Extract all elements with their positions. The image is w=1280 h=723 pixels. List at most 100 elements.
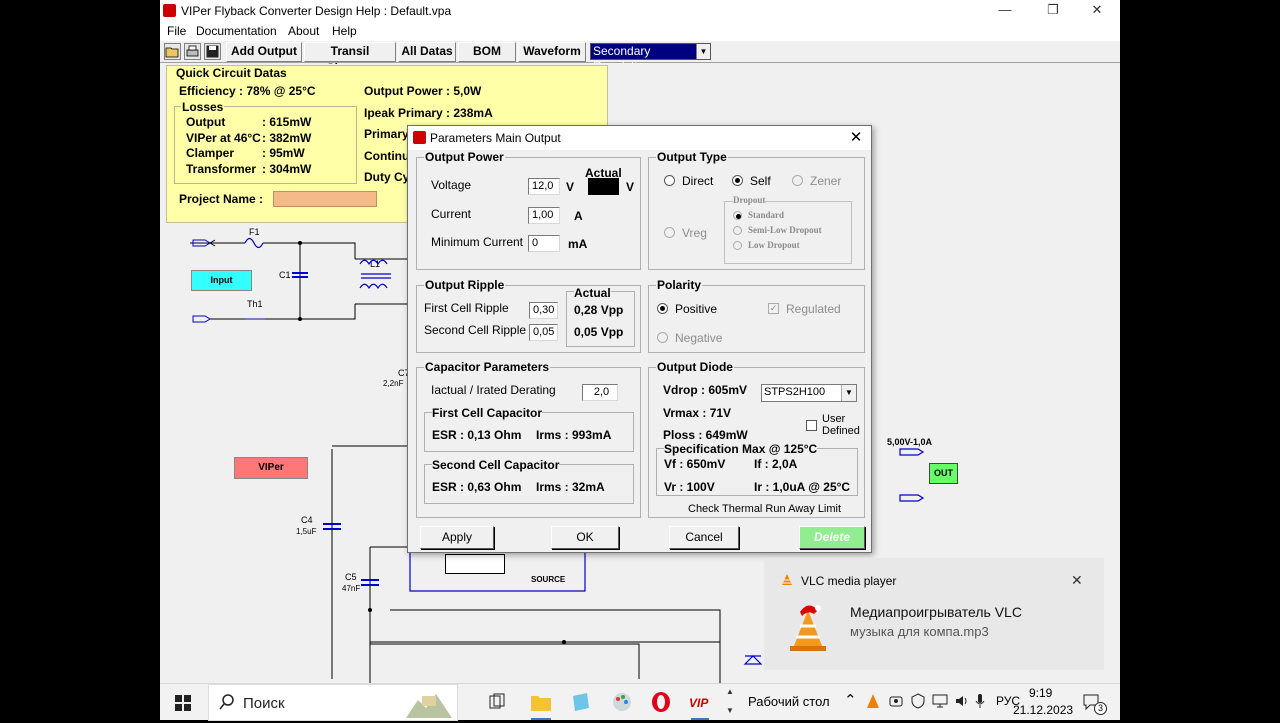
diode-part-select[interactable]: STPS2H100 ▼ bbox=[761, 384, 857, 402]
tray-app-icon[interactable] bbox=[888, 693, 904, 712]
chevron-down-icon[interactable]: ▼ bbox=[841, 385, 856, 401]
radio-negative[interactable] bbox=[657, 332, 668, 343]
minimum-current-input[interactable]: 0 bbox=[528, 235, 560, 252]
user-defined-label: User Defined bbox=[822, 413, 860, 437]
second-cell-ripple-input[interactable]: 0,05 bbox=[529, 324, 558, 341]
current-label: Current bbox=[431, 207, 472, 221]
dialog-close-button[interactable]: ✕ bbox=[849, 129, 863, 146]
vdrop-text: Vdrop : 605mV bbox=[663, 383, 748, 397]
semi-low-label: Semi-Low Dropout bbox=[748, 225, 822, 235]
vlc-tray-icon[interactable] bbox=[866, 693, 880, 712]
ok-button[interactable]: OK bbox=[551, 526, 619, 549]
network-icon[interactable] bbox=[932, 693, 948, 712]
schematic-diagram: F1 C1 L1 Th1 C7 2,2nF C4 1,5uF C5 47nF S… bbox=[190, 227, 933, 683]
paint-app-icon[interactable] bbox=[611, 691, 633, 713]
waveform-button[interactable]: Waveform bbox=[518, 42, 586, 62]
clock-time[interactable]: 9:19 bbox=[1029, 686, 1053, 700]
thermal-runaway-link[interactable]: Check Thermal Run Away Limit bbox=[688, 503, 842, 515]
label-c5-value: 47nF bbox=[342, 584, 360, 593]
out-block[interactable]: OUT bbox=[929, 463, 958, 484]
apply-button[interactable]: Apply bbox=[420, 526, 494, 549]
scroll-down-icon[interactable]: ▼ bbox=[726, 706, 734, 715]
notes-app-icon[interactable] bbox=[570, 692, 592, 712]
input-block[interactable]: Input bbox=[191, 270, 252, 291]
dialog-app-icon bbox=[413, 131, 426, 144]
menu-documentation[interactable]: Documentation bbox=[196, 24, 277, 38]
chevron-up-icon[interactable]: ⌃ bbox=[844, 692, 857, 709]
search-placeholder: Поиск bbox=[243, 695, 285, 712]
output-power-title: Output Power bbox=[424, 150, 505, 164]
current-input[interactable]: 1,00 bbox=[528, 207, 560, 224]
windows-start-icon[interactable] bbox=[175, 695, 191, 714]
losses-title: Losses bbox=[181, 100, 225, 114]
bom-button[interactable]: BOM bbox=[458, 42, 516, 62]
microphone-icon[interactable] bbox=[973, 693, 987, 712]
first-cell-capacitor-box: First Cell Capacitor ESR : 0,13 Ohm Irms… bbox=[424, 406, 634, 452]
opera-browser-icon[interactable] bbox=[650, 691, 672, 713]
notification-close-icon[interactable]: ✕ bbox=[1071, 572, 1083, 588]
second-ripple-actual: 0,05 Vpp bbox=[574, 325, 624, 339]
minimize-button[interactable]: — bbox=[998, 2, 1012, 17]
radio-positive[interactable] bbox=[657, 303, 668, 314]
second-cell-capacitor-box: Second Cell Capacitor ESR : 0,63 Ohm Irm… bbox=[424, 458, 634, 504]
actual-voltage-display bbox=[588, 178, 619, 195]
radio-semi-low[interactable] bbox=[733, 226, 742, 235]
polarity-title: Polarity bbox=[656, 278, 703, 292]
active-indicator bbox=[531, 718, 551, 720]
viper-app-icon[interactable]: VIP bbox=[688, 691, 712, 713]
first-cell-ripple-input[interactable]: 0,30 bbox=[529, 302, 558, 319]
menu-help[interactable]: Help bbox=[332, 24, 357, 38]
radio-vreg[interactable] bbox=[664, 227, 675, 238]
language-indicator[interactable]: РУС bbox=[996, 694, 1021, 708]
shield-icon[interactable] bbox=[910, 693, 926, 712]
transil-clamper-button[interactable]: Transil Clamper bbox=[304, 42, 396, 75]
volume-icon[interactable] bbox=[954, 693, 970, 712]
vf-text: Vf : 650mV bbox=[664, 457, 726, 471]
print-icon[interactable] bbox=[184, 43, 201, 60]
menu-about[interactable]: About bbox=[288, 24, 320, 38]
menu-file[interactable]: File bbox=[167, 24, 187, 38]
radio-self[interactable] bbox=[732, 175, 743, 186]
voltage-label: Voltage bbox=[431, 178, 472, 192]
task-view-icon[interactable] bbox=[488, 693, 506, 714]
restore-button[interactable]: ❐ bbox=[1047, 2, 1059, 17]
clock-date[interactable]: 21.12.2023 bbox=[1013, 703, 1074, 717]
regulated-checkbox[interactable]: ✓ bbox=[768, 303, 779, 314]
delete-button[interactable]: Delete bbox=[799, 526, 865, 549]
secondary-regulation-select[interactable]: Secondary Regulation ▼ bbox=[590, 43, 711, 73]
chevron-down-icon[interactable]: ▼ bbox=[696, 44, 710, 59]
output-type-group: Output Type Direct Self Zener Vreg Dropo… bbox=[648, 150, 865, 270]
active-indicator bbox=[691, 718, 709, 720]
vlc-notification[interactable]: VLC media player ✕ Медиапроигрыватель VL… bbox=[764, 558, 1104, 670]
radio-zener[interactable] bbox=[792, 175, 803, 186]
desktop-toolbar-label[interactable]: Рабочий стол bbox=[748, 694, 830, 709]
radio-direct[interactable] bbox=[664, 175, 675, 186]
continuous-text: Continuo bbox=[364, 149, 417, 163]
first-cell-ripple-label: First Cell Ripple bbox=[424, 301, 509, 315]
all-datas-button[interactable]: All Datas bbox=[398, 42, 456, 62]
open-folder-icon[interactable] bbox=[164, 43, 181, 60]
second-irms: Irms : 32mA bbox=[536, 480, 605, 494]
menu-bar: File Documentation About Help bbox=[160, 22, 1120, 41]
close-window-button[interactable]: ✕ bbox=[1091, 2, 1103, 17]
first-ripple-actual: 0,28 Vpp bbox=[574, 303, 624, 317]
label-th1: Th1 bbox=[247, 299, 263, 309]
primary-text: Primary bbox=[364, 127, 409, 141]
vlc-cone-icon bbox=[786, 602, 830, 655]
file-explorer-icon[interactable] bbox=[530, 692, 552, 712]
add-output-button[interactable]: Add Output bbox=[226, 42, 302, 62]
scroll-up-icon[interactable]: ▲ bbox=[726, 687, 734, 696]
cancel-button[interactable]: Cancel bbox=[669, 526, 739, 549]
derating-label: Iactual / Irated Derating bbox=[431, 383, 556, 397]
project-name-input[interactable] bbox=[273, 191, 377, 207]
voltage-input[interactable]: 12,0 bbox=[528, 178, 560, 195]
radio-standard[interactable] bbox=[733, 211, 742, 220]
viper-block[interactable]: VIPer bbox=[234, 457, 308, 479]
loss-clamper-label: Clamper bbox=[186, 146, 235, 160]
derating-input[interactable]: 2,0 bbox=[582, 384, 618, 401]
user-defined-checkbox[interactable] bbox=[806, 420, 817, 431]
save-disk-icon[interactable] bbox=[204, 43, 221, 60]
radio-low[interactable] bbox=[733, 241, 742, 250]
taskbar-search-box[interactable]: Поиск bbox=[208, 684, 458, 721]
notifications-icon[interactable] bbox=[1082, 693, 1100, 714]
